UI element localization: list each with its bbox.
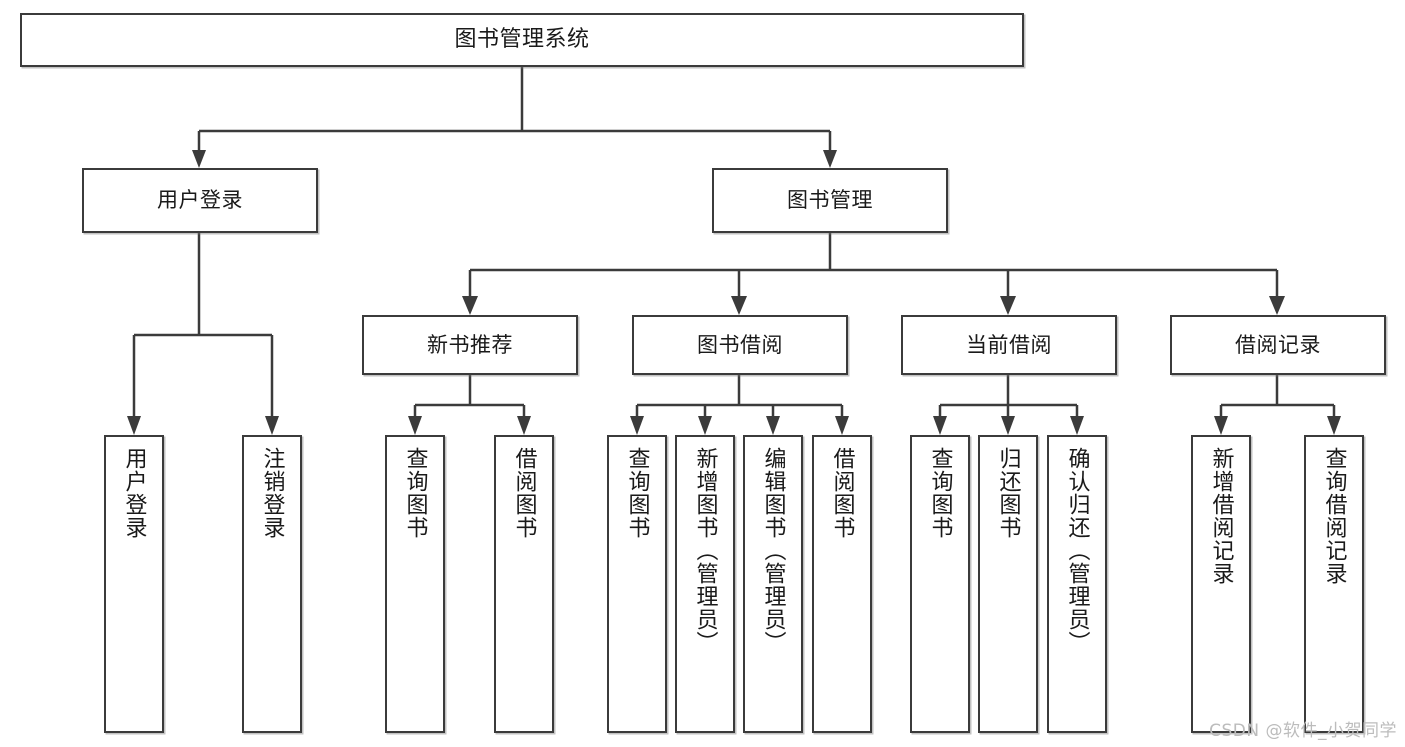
node-label: 借阅图书: [829, 447, 855, 539]
arrowhead-borrow-record: [1269, 296, 1285, 315]
arrowhead-nb-leaf2: [517, 416, 531, 435]
node-book-management[interactable]: 图书管理: [712, 168, 948, 233]
arrowhead-leaf-logout: [265, 416, 279, 435]
node-label: 新增图书（管理员）: [692, 447, 718, 654]
node-label: 归还图书: [995, 447, 1021, 539]
leaf-user-login[interactable]: 用户登录: [104, 435, 164, 733]
arrowhead-cb-leaf1: [933, 416, 947, 435]
arrowhead-nb-leaf1: [408, 416, 422, 435]
node-label: 查询图书: [927, 447, 953, 539]
node-label: 确认归还（管理员）: [1064, 447, 1090, 654]
arrowhead-bb-leaf3: [766, 416, 780, 435]
arrowhead-bb-leaf4: [835, 416, 849, 435]
node-label: 查询图书: [624, 447, 650, 539]
node-root-system[interactable]: 图书管理系统: [20, 13, 1024, 67]
leaf-logout[interactable]: 注销登录: [242, 435, 302, 733]
arrowhead-cb-leaf3: [1070, 416, 1084, 435]
watermark: CSDN @软件_小贺同学: [1209, 721, 1397, 741]
arrowhead-new-book: [462, 296, 478, 315]
node-label: 图书管理: [787, 188, 873, 213]
node-new-book-recommend[interactable]: 新书推荐: [362, 315, 578, 375]
leaf-br-add-record[interactable]: 新增借阅记录: [1191, 435, 1251, 733]
arrowhead-book-manage: [823, 150, 837, 168]
node-label: 借阅图书: [511, 447, 537, 539]
node-label: 查询借阅记录: [1321, 447, 1347, 585]
leaf-cb-confirm-return[interactable]: 确认归还（管理员）: [1047, 435, 1107, 733]
arrowhead-cb-leaf2: [1001, 416, 1015, 435]
node-label: 图书管理系统: [454, 27, 590, 53]
node-borrow-record[interactable]: 借阅记录: [1170, 315, 1386, 375]
node-label: 用户登录: [157, 188, 243, 213]
leaf-bb-add-book[interactable]: 新增图书（管理员）: [675, 435, 735, 733]
leaf-bb-query-book[interactable]: 查询图书: [607, 435, 667, 733]
node-user-login[interactable]: 用户登录: [82, 168, 318, 233]
arrowhead-book-borrow: [731, 296, 747, 315]
arrowhead-user-login: [192, 150, 206, 168]
arrowhead-bb-leaf2: [698, 416, 712, 435]
node-current-borrow[interactable]: 当前借阅: [901, 315, 1117, 375]
node-label: 新增借阅记录: [1208, 447, 1234, 585]
arrowhead-current-borrow: [1000, 296, 1016, 315]
leaf-nb-borrow-book[interactable]: 借阅图书: [494, 435, 554, 733]
node-label: 当前借阅: [966, 332, 1052, 357]
arrowhead-br-leaf2: [1327, 416, 1341, 435]
node-label: 新书推荐: [427, 332, 513, 357]
arrowhead-leaf-user-login: [127, 416, 141, 435]
node-label: 编辑图书（管理员）: [760, 447, 786, 654]
leaf-br-query-record[interactable]: 查询借阅记录: [1304, 435, 1364, 733]
node-book-borrow[interactable]: 图书借阅: [632, 315, 848, 375]
leaf-cb-query-book[interactable]: 查询图书: [910, 435, 970, 733]
leaf-nb-query-book[interactable]: 查询图书: [385, 435, 445, 733]
leaf-bb-borrow-book[interactable]: 借阅图书: [812, 435, 872, 733]
node-label: 借阅记录: [1235, 332, 1321, 357]
arrowhead-bb-leaf1: [630, 416, 644, 435]
node-label: 用户登录: [121, 447, 147, 539]
leaf-cb-return-book[interactable]: 归还图书: [978, 435, 1038, 733]
node-label: 图书借阅: [697, 332, 783, 357]
node-label: 查询图书: [402, 447, 428, 539]
node-label: 注销登录: [259, 447, 285, 539]
arrowhead-br-leaf1: [1214, 416, 1228, 435]
leaf-bb-edit-book[interactable]: 编辑图书（管理员）: [743, 435, 803, 733]
